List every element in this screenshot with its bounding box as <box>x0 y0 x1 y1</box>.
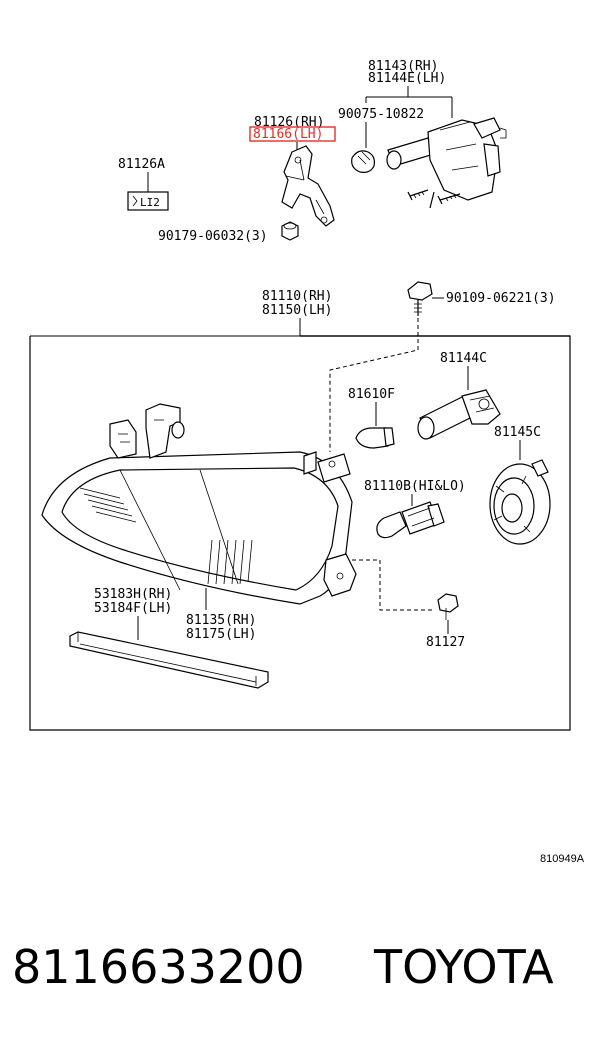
leveling-motor-drawing <box>351 117 507 209</box>
bulb-81610f-drawing <box>355 427 395 449</box>
label-53184f: 53184F(LH) <box>94 601 172 616</box>
label-81175: 81175(LH) <box>186 627 256 642</box>
label-81135: 81135(RH) <box>186 613 256 628</box>
trim-strip-drawing <box>69 631 269 689</box>
screw-dash-line <box>329 318 419 452</box>
label-81110b: 81110B(HI&LO) <box>364 479 466 494</box>
label-53183h: 53183H(RH) <box>94 587 172 602</box>
socket-81144c-drawing <box>417 389 501 440</box>
label-90109: 90109-06221(3) <box>446 291 556 306</box>
label-81145c: 81145C <box>494 425 541 440</box>
screw-drawing <box>407 281 433 316</box>
label-plate-icon <box>127 191 169 211</box>
label-90179: 90179-06032(3) <box>158 229 268 244</box>
brand-name: TOYOTA <box>374 940 554 994</box>
label-81144e: 81144E(LH) <box>368 71 446 86</box>
bracket-drawing <box>281 145 335 227</box>
lamp-symbol-icon <box>132 195 138 207</box>
part-number: 8116633200 <box>12 940 305 994</box>
footer: 8116633200 TOYOTA <box>12 940 588 1010</box>
label-81126: 81126(RH) <box>254 115 324 130</box>
label-81144c: 81144C <box>440 351 487 366</box>
leader-81110 <box>30 318 301 337</box>
label-90075: 90075-10822 <box>338 107 424 122</box>
highlight-box <box>249 126 336 142</box>
label-81110: 81110(RH) <box>262 289 332 304</box>
leader-81143 <box>365 86 453 118</box>
bulb-81110b-drawing <box>376 501 445 539</box>
socket-cover-81145c-drawing <box>489 459 551 545</box>
label-81143: 81143(RH) <box>368 59 438 74</box>
retainer-81127-drawing <box>437 593 459 620</box>
label-81127: 81127 <box>426 635 465 650</box>
label-81166: 81166(LH) <box>253 127 323 142</box>
label-81126a: 81126A <box>118 157 165 172</box>
diagram-code: 810949A <box>540 853 585 865</box>
label-81610f: 81610F <box>348 387 395 402</box>
label-plate-text: LI2 <box>140 196 160 209</box>
retainer-dash-line <box>352 559 432 611</box>
label-81150: 81150(LH) <box>262 303 332 318</box>
nut-drawing <box>281 221 299 241</box>
headlamp-drawing <box>41 403 357 605</box>
